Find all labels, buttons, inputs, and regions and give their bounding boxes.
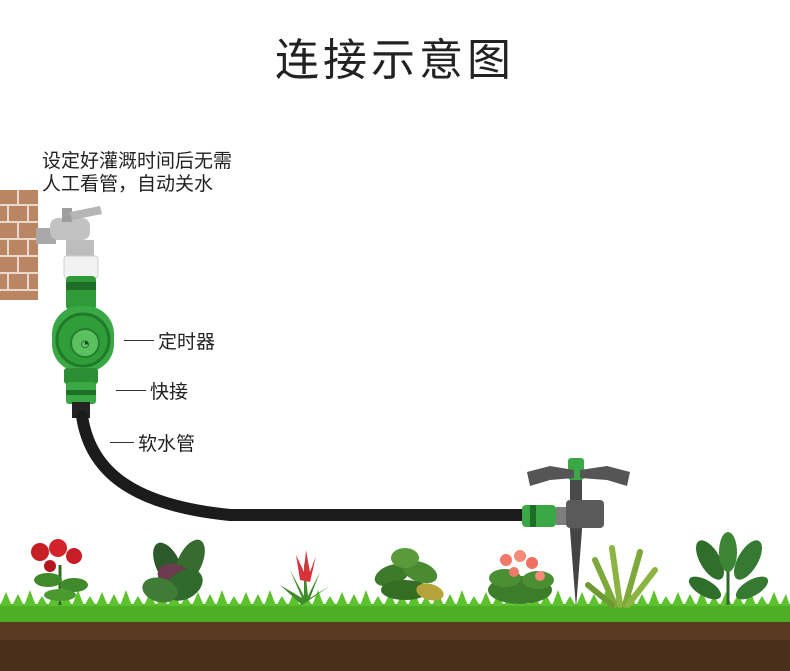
callout-line — [116, 390, 146, 391]
sprinkler — [527, 458, 630, 608]
callout-hose: 软水管 — [110, 429, 195, 456]
grass — [0, 590, 790, 622]
callout-hose-label: 软水管 — [138, 433, 196, 455]
brick-wall — [0, 190, 38, 300]
svg-text:◔: ◔ — [81, 339, 90, 350]
callout-connector: 快接 — [116, 377, 188, 404]
callout-timer-label: 定时器 — [158, 331, 216, 353]
callout-connector-label: 快接 — [150, 381, 189, 403]
callout-line — [124, 340, 154, 341]
faucet — [36, 206, 102, 258]
callout-line — [110, 442, 134, 443]
plant-roses — [31, 539, 88, 605]
hose — [76, 410, 531, 521]
plant-croton — [374, 548, 444, 601]
timer-note-line-1: 设定好灌溉时间后无需 — [42, 150, 233, 172]
callout-timer: 定时器 — [124, 327, 215, 354]
hose-end-connector — [522, 505, 570, 527]
page-title: 连接示意图 — [275, 35, 515, 86]
timer-device: ◔ — [52, 276, 114, 384]
timer-note: 设定好灌溉时间后无需 人工看管，自动关水 — [42, 150, 282, 196]
timer-note-line-2: 人工看管，自动关水 — [42, 173, 214, 195]
plant-impatiens — [488, 550, 554, 604]
plant-calathea — [142, 539, 205, 603]
plant-bromeliad — [280, 550, 330, 605]
plant-dracaena — [585, 545, 658, 608]
faucet-adapter — [63, 255, 99, 279]
plant-banana — [688, 532, 769, 605]
